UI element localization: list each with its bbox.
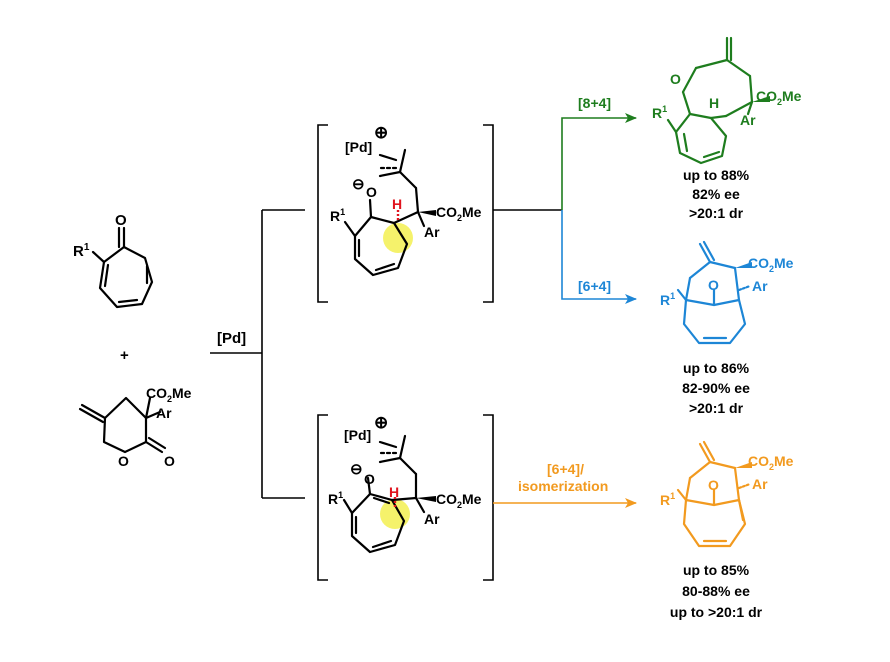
arrow-green [561, 113, 637, 210]
oxygen-top: O [366, 184, 377, 200]
green-r-group: R1 [652, 104, 667, 121]
r-group-top: R1 [330, 207, 345, 224]
aryl-bottom: Ar [424, 511, 440, 527]
results-blue: up to 86% 82-90% ee >20:1 dr [682, 360, 750, 416]
tropone-r-group: R1 [73, 242, 90, 260]
arrow-blue [561, 210, 637, 304]
lactone-structure: CO2Me Ar O O [78, 385, 192, 469]
tropone-oxygen: O [115, 212, 127, 229]
branch-lines [210, 209, 305, 499]
plus-charge-bottom: ⊕ [374, 413, 388, 432]
oxygen-bottom: O [364, 471, 375, 487]
orange-r-group: R1 [660, 491, 675, 508]
result-blue-ee: 82-90% ee [682, 380, 750, 396]
plus-sign: + [120, 347, 129, 364]
pd-top: [Pd] [345, 139, 372, 155]
label-6-4-iso-2: isomerization [518, 478, 608, 494]
result-blue-dr: >20:1 dr [689, 400, 744, 416]
product-orange: O R1 CO2Me Ar [660, 440, 794, 548]
result-orange-ee: 80-88% ee [682, 583, 750, 599]
ester-top: CO2Me [436, 204, 482, 223]
result-orange-yield: up to 85% [683, 562, 750, 578]
pd-bottom: [Pd] [344, 427, 371, 443]
r-group-bottom: R1 [328, 490, 343, 507]
label-8-4: [8+4] [578, 95, 611, 111]
green-oxygen: O [670, 71, 681, 87]
results-green: up to 88% 82% ee >20:1 dr [683, 167, 750, 221]
label-6-4: [6+4] [578, 278, 611, 294]
product-green: O H R1 CO2Me Ar [652, 36, 802, 165]
green-aryl: Ar [740, 112, 756, 128]
orange-ester: CO2Me [748, 453, 794, 472]
product-blue: O R1 CO2Me Ar [660, 240, 794, 345]
intermediate-top: H [Pd] ⊕ ⊖ O R1 CO2Me Ar [317, 123, 494, 303]
highlight-circle-bottom [380, 499, 410, 529]
label-6-4-iso-1: [6+4]/ [547, 461, 584, 477]
lactone-aryl: Ar [156, 405, 172, 421]
minus-charge-bottom: ⊖ [350, 461, 363, 478]
result-blue-yield: up to 86% [683, 360, 750, 376]
intermediate-bottom: H [Pd] ⊕ ⊖ O R1 CO2Me Ar [317, 413, 494, 581]
pd-catalyst-label: [Pd] [217, 330, 246, 347]
pathway-arrows [493, 113, 637, 508]
lactone-ester: CO2Me [146, 385, 192, 404]
results-orange: up to 85% 80-88% ee up to >20:1 dr [670, 562, 763, 620]
lactone-ring-oxygen: O [118, 453, 129, 469]
minus-charge-top: ⊖ [352, 176, 365, 193]
blue-ester: CO2Me [748, 255, 794, 274]
blue-oxygen: O [708, 277, 719, 293]
green-hydrogen: H [709, 95, 719, 111]
lactone-carbonyl-oxygen: O [164, 453, 175, 469]
blue-r-group: R1 [660, 291, 675, 308]
orange-aryl: Ar [752, 476, 768, 492]
orange-oxygen: O [708, 477, 719, 493]
green-ester: CO2Me [756, 88, 802, 107]
blue-aryl: Ar [752, 278, 768, 294]
tropone-structure: O R1 [73, 212, 154, 309]
result-green-ee: 82% ee [692, 186, 740, 202]
result-green-dr: >20:1 dr [689, 205, 744, 221]
result-orange-dr: up to >20:1 dr [670, 604, 763, 620]
hydrogen-top: H [392, 196, 402, 212]
aryl-top: Ar [424, 224, 440, 240]
hydrogen-bottom: H [389, 484, 399, 500]
plus-charge-top: ⊕ [374, 123, 388, 142]
ester-bottom: CO2Me [436, 491, 482, 510]
result-green-yield: up to 88% [683, 167, 750, 183]
